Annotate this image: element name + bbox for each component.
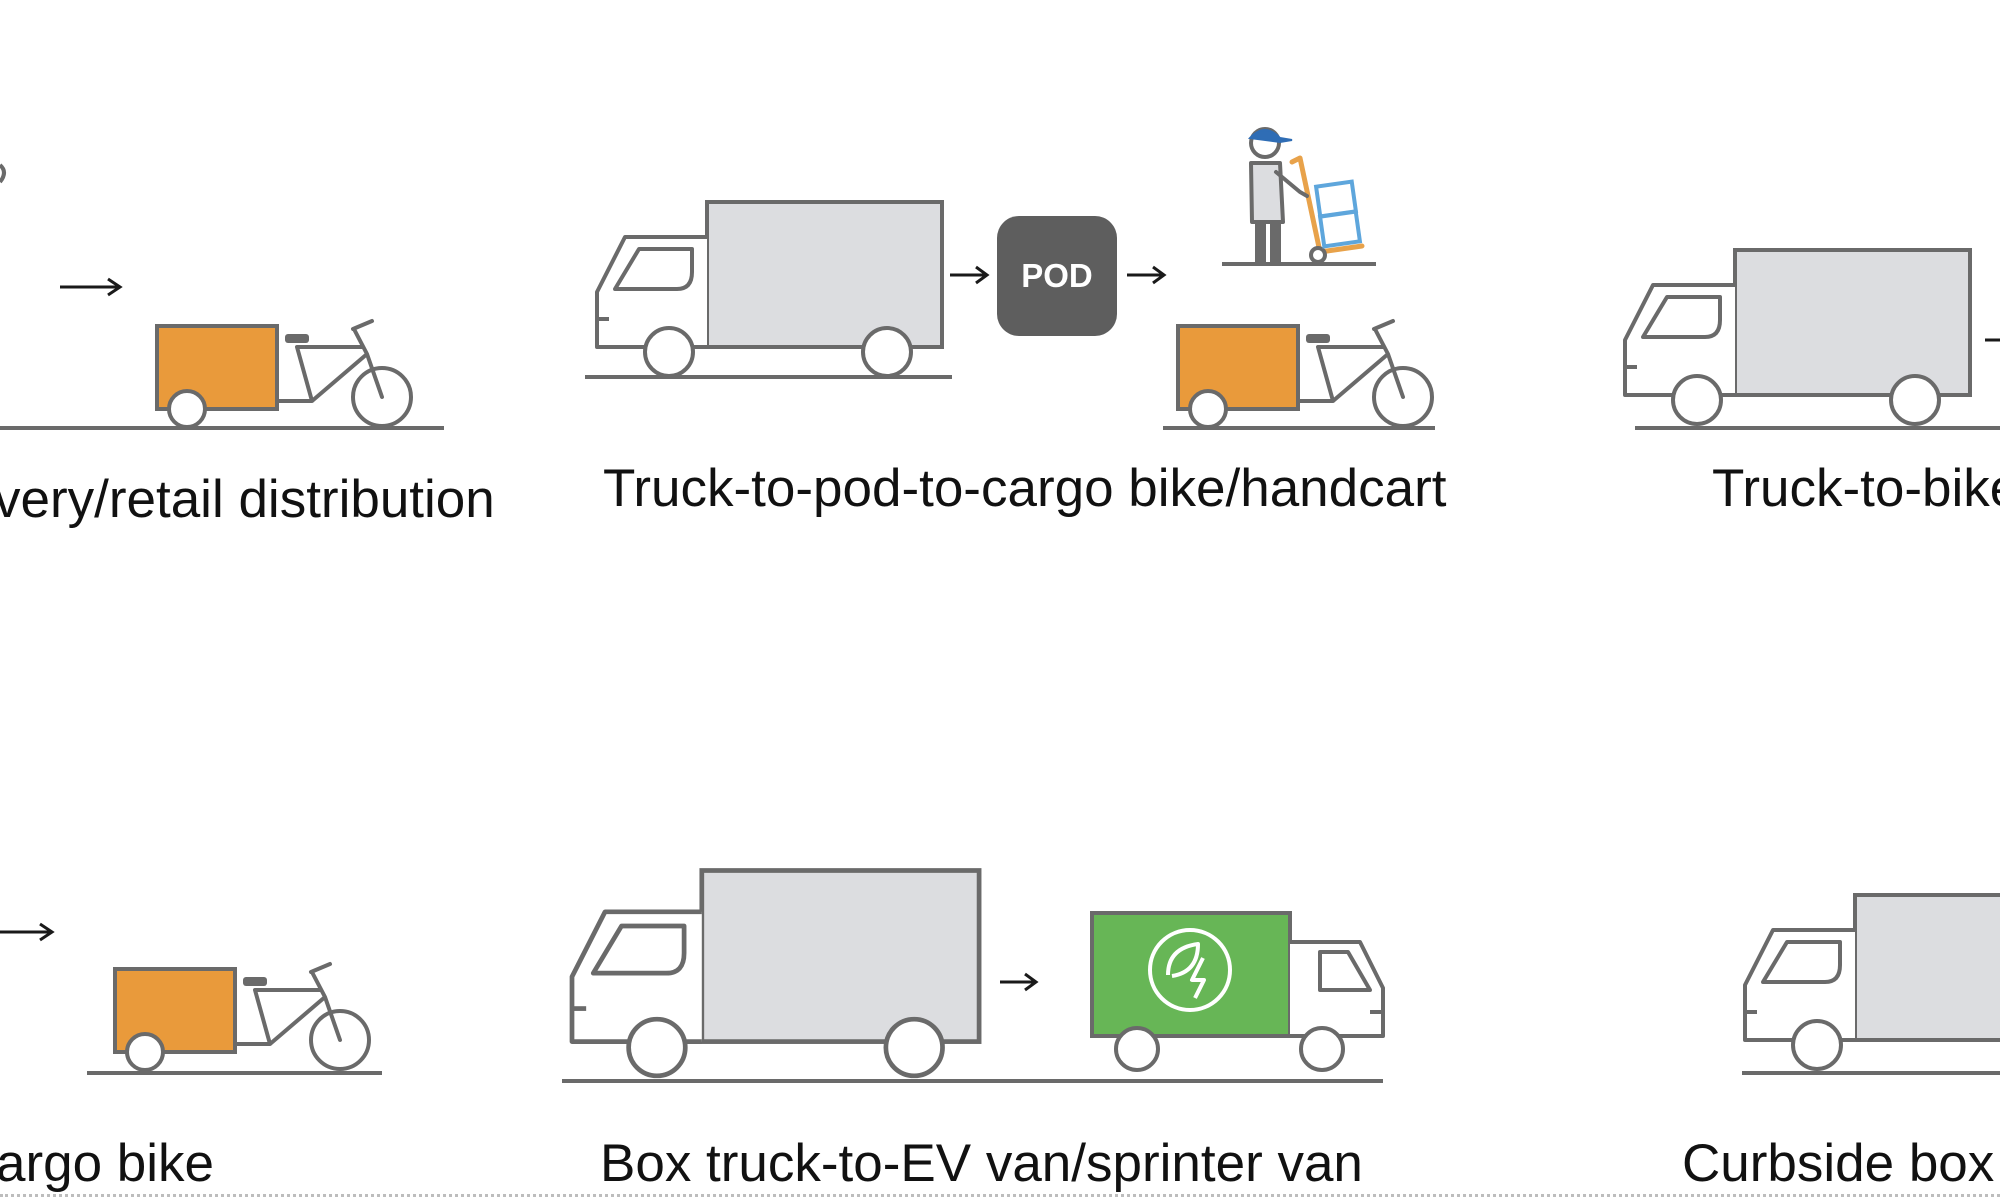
caption-top-right: Truck-to-bike [1712,459,2000,518]
box-truck-icon [572,871,979,1076]
box-truck-icon [1743,893,2000,1071]
cargo-bike-icon [1176,319,1434,429]
arrow-icon [950,265,990,285]
caption-bottom-right: Curbside box [1682,1134,1995,1193]
cargo-bike-icon [113,962,371,1072]
ev-van-icon [1090,911,1385,1072]
worker-handcart-icon [1222,127,1376,266]
arrow-icon [0,922,55,942]
pod-icon [997,216,1117,336]
pod-label: POD [1021,257,1093,294]
caption-bottom-left: argo bike [0,1134,215,1193]
dotted-divider [0,1194,2000,1197]
partial-figure-edge-icon [0,163,6,184]
box-truck-icon [1623,248,1972,426]
arrow-icon [60,277,123,297]
caption-top-center: Truck-to-pod-to-cargo bike/handcart [603,459,1447,518]
caption-top-left: very/retail distribution [0,470,495,529]
box-truck-icon [595,200,944,378]
arrow-icon [1000,972,1039,992]
caption-bottom-center: Box truck-to-EV van/sprinter van [600,1134,1363,1193]
cargo-bike-icon [155,319,413,429]
arrow-icon [1127,265,1167,285]
leaf-bolt-icon [1148,928,1232,1012]
